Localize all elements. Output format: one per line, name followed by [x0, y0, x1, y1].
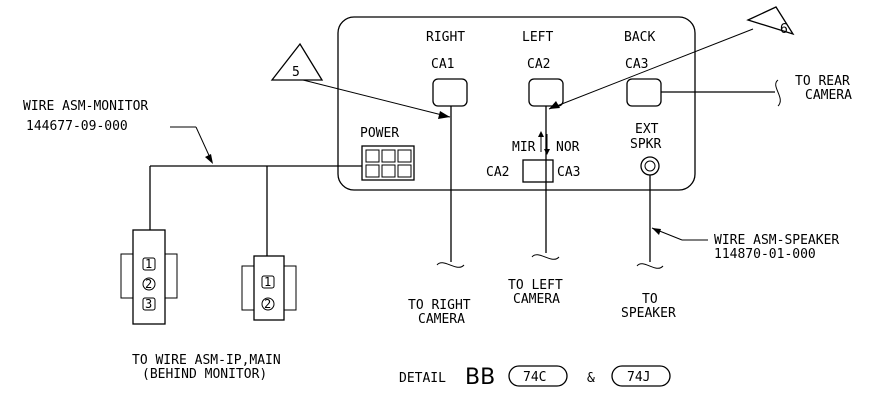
right-camera-label-1: TO RIGHT — [408, 298, 471, 313]
monitor-wire-part-number: 144677-09-000 — [26, 119, 128, 134]
three-pin-3: 3 — [145, 297, 152, 311]
mirror-switch — [522, 159, 554, 183]
two-pin-2: 2 — [264, 297, 271, 311]
main-harness-label-1: TO WIRE ASM-IP,MAIN — [132, 353, 281, 368]
port-ca1 — [432, 78, 468, 107]
camera-right-label: RIGHT — [426, 30, 465, 45]
detail-ref-1: 74C — [523, 370, 546, 385]
monitor-wire-name: WIRE ASM-MONITOR — [23, 99, 148, 114]
speaker-label-2: SPEAKER — [621, 306, 676, 321]
detail-ref-2-badge — [611, 365, 671, 387]
callout-flag-5: 5 — [270, 42, 451, 119]
rear-camera-label-1: TO REAR — [795, 74, 850, 89]
left-camera-wire — [531, 106, 560, 260]
port-ca3 — [626, 78, 662, 107]
two-pin-1: 1 — [264, 275, 271, 289]
callout-flag-6: 6 — [548, 6, 795, 110]
main-harness-label-2: (BEHIND MONITOR) — [142, 367, 267, 382]
left-camera-label-2: CAMERA — [513, 292, 560, 307]
monitor-wire-leader — [170, 126, 213, 164]
speaker-wire — [636, 175, 664, 269]
power-label: POWER — [360, 126, 399, 141]
ext-speaker-label-1: EXT — [635, 122, 659, 137]
power-connector — [361, 145, 415, 181]
detail-ref-1-badge — [508, 365, 568, 387]
ext-speaker-label-2: SPKR — [630, 137, 661, 152]
left-camera-label-1: TO LEFT — [508, 278, 563, 293]
speaker-wire-part-number: 114870-01-000 — [714, 247, 816, 262]
switch-ca2-label: CA2 — [486, 165, 509, 180]
camera-left-label: LEFT — [522, 30, 553, 45]
svg-text:5: 5 — [292, 65, 300, 80]
monitor-harness — [149, 165, 362, 256]
detail-ref-2: 74J — [627, 370, 650, 385]
rear-camera-label-2: CAMERA — [805, 88, 852, 103]
three-pin-2: 2 — [145, 277, 152, 291]
mirror-label: MIR — [512, 140, 536, 155]
two-pin-connector — [241, 255, 297, 321]
detail-prefix: DETAIL — [399, 371, 446, 386]
three-pin-1: 1 — [145, 257, 152, 271]
speaker-label-1: TO — [642, 292, 658, 307]
port-ca1-label: CA1 — [431, 57, 454, 72]
speaker-wire-leader — [651, 227, 708, 241]
camera-back-label: BACK — [624, 30, 655, 45]
normal-label: NOR — [556, 140, 580, 155]
port-ca3-label: CA3 — [625, 57, 648, 72]
speaker-wire-name: WIRE ASM-SPEAKER — [714, 233, 839, 248]
mirror-normal-arrows — [538, 131, 550, 155]
switch-ca3-label: CA3 — [557, 165, 580, 180]
rear-camera-wire — [661, 79, 781, 107]
speaker-jack — [640, 156, 660, 176]
detail-id: BB — [465, 365, 495, 390]
three-pin-connector — [120, 229, 178, 325]
port-ca2-label: CA2 — [527, 57, 550, 72]
port-ca2 — [528, 78, 564, 107]
svg-text:6: 6 — [780, 22, 788, 37]
right-camera-label-2: CAMERA — [418, 312, 465, 327]
detail-joiner: & — [587, 371, 595, 386]
right-camera-wire — [436, 106, 465, 268]
monitor-panel — [337, 16, 696, 191]
